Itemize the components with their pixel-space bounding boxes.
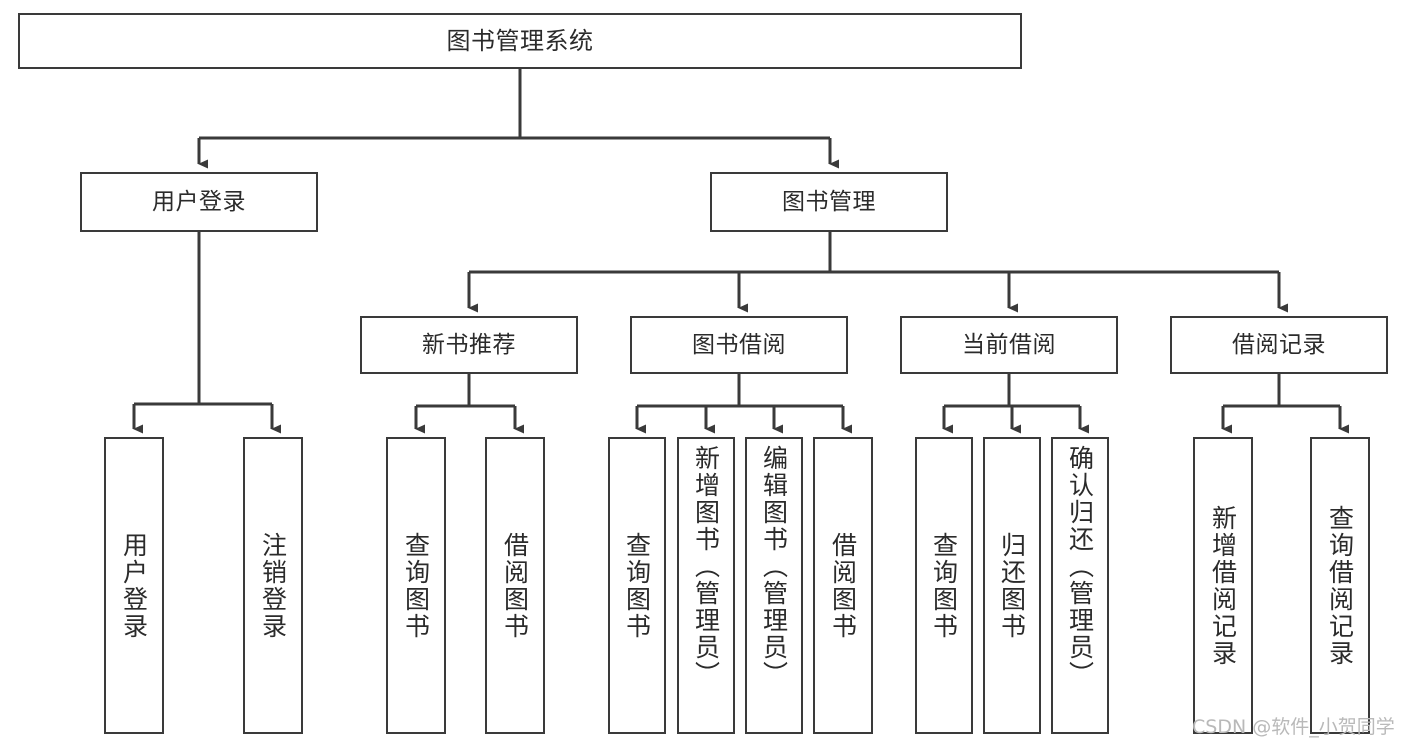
csdn-watermark: CSDN @软件_小贺同学 [1192, 716, 1395, 738]
node-leaf-confirm-return[interactable]: 确认归还（管理员） [1051, 437, 1109, 734]
node-leaf-borrow-book-2[interactable]: 借阅图书 [813, 437, 873, 734]
node-label: 归还图书 [997, 531, 1027, 640]
node-current-borrow[interactable]: 当前借阅 [900, 316, 1118, 374]
node-label: 借阅图书 [828, 531, 858, 640]
node-label: 查询借阅记录 [1325, 504, 1355, 667]
node-label: 查询图书 [622, 531, 652, 640]
node-leaf-borrow-book-1[interactable]: 借阅图书 [485, 437, 545, 734]
node-leaf-query-record[interactable]: 查询借阅记录 [1310, 437, 1370, 734]
node-label: 注销登录 [258, 531, 288, 640]
node-leaf-user-login[interactable]: 用户登录 [104, 437, 164, 734]
node-leaf-edit-book[interactable]: 编辑图书（管理员） [745, 437, 803, 734]
node-user-login[interactable]: 用户登录 [80, 172, 318, 232]
node-root-system[interactable]: 图书管理系统 [18, 13, 1022, 69]
node-label: 借阅记录 [1232, 331, 1326, 358]
node-leaf-logout[interactable]: 注销登录 [243, 437, 303, 734]
node-book-borrow[interactable]: 图书借阅 [630, 316, 848, 374]
node-label: 用户登录 [119, 531, 149, 640]
node-leaf-add-record[interactable]: 新增借阅记录 [1193, 437, 1253, 734]
node-label: 图书管理系统 [446, 27, 594, 55]
node-label: 新增借阅记录 [1208, 504, 1238, 667]
node-label: 借阅图书 [500, 531, 530, 640]
node-label: 图书借阅 [692, 331, 786, 358]
node-label: 新增图书（管理员） [691, 445, 721, 688]
node-label: 图书管理 [782, 188, 876, 215]
node-label: 查询图书 [401, 531, 431, 640]
node-leaf-query-book-1[interactable]: 查询图书 [386, 437, 446, 734]
node-label: 用户登录 [152, 188, 246, 215]
node-borrow-record[interactable]: 借阅记录 [1170, 316, 1388, 374]
node-label: 新书推荐 [422, 331, 516, 358]
node-book-manage[interactable]: 图书管理 [710, 172, 948, 232]
node-label: 编辑图书（管理员） [759, 445, 789, 688]
node-leaf-query-book-3[interactable]: 查询图书 [915, 437, 973, 734]
node-label: 当前借阅 [962, 331, 1056, 358]
node-leaf-return-book[interactable]: 归还图书 [983, 437, 1041, 734]
node-new-book-recommend[interactable]: 新书推荐 [360, 316, 578, 374]
node-leaf-query-book-2[interactable]: 查询图书 [608, 437, 666, 734]
node-leaf-add-book[interactable]: 新增图书（管理员） [677, 437, 735, 734]
node-label: 查询图书 [929, 531, 959, 640]
node-label: 确认归还（管理员） [1065, 445, 1095, 688]
